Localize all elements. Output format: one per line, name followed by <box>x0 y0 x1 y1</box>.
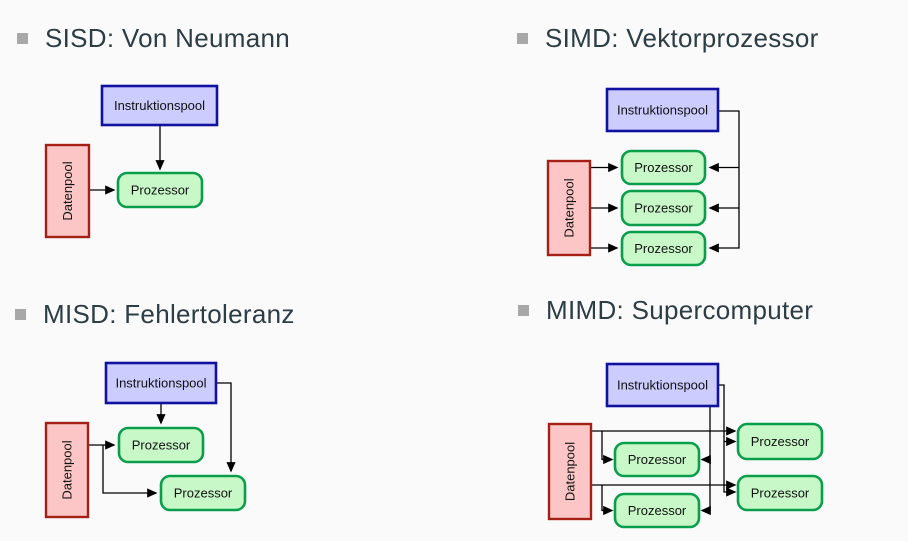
processor-label-2: Prozessor <box>628 503 687 518</box>
processor-label: Prozessor <box>131 183 190 198</box>
section-heading-sisd: SISD: Von Neumann <box>17 22 290 54</box>
processor-box-1 <box>620 149 707 186</box>
section-title-mimd: MIMD: Supercomputer <box>546 294 814 325</box>
processor-label-1: Prozessor <box>628 452 687 467</box>
data-pool-box <box>44 421 90 519</box>
diagram-sisd: Instruktionspool Datenpool Prozessor <box>44 84 219 239</box>
processor-box-2 <box>613 492 701 529</box>
diagram-simd: Instruktionspool Datenpool Prozessor Pro… <box>546 87 740 267</box>
processor-label-4: Prozessor <box>751 486 810 501</box>
processor-box-1 <box>613 441 701 478</box>
connector-data-branch-2 <box>601 485 614 516</box>
connector-instruction-to-processor-2 <box>216 382 236 473</box>
data-pool-label: Datenpool <box>60 440 75 499</box>
processor-label-2: Prozessor <box>634 201 693 216</box>
connector-data-to-processor-2 <box>102 445 158 498</box>
connector-data-branch-1 <box>601 431 614 465</box>
processor-box <box>116 171 204 209</box>
data-pool-box <box>44 143 91 239</box>
processor-label-3: Prozessor <box>751 434 810 449</box>
diagram-mimd: Instruktionspool Datenpool Prozessor Pro… <box>547 362 824 529</box>
data-pool-label: Datenpool <box>562 178 577 237</box>
instruction-pool-box <box>605 87 720 133</box>
processor-label-2: Prozessor <box>174 486 233 501</box>
bullet-square-icon <box>518 304 529 316</box>
diagram-misd: Instruktionspool Datenpool Prozessor Pro… <box>44 361 247 519</box>
section-heading-misd: MISD: Fehlertoleranz <box>15 298 295 330</box>
section-heading-mimd: MIMD: Supercomputer <box>518 294 813 326</box>
instruction-pool-box <box>605 362 720 408</box>
connector-instruction-rail <box>708 110 740 253</box>
instruction-pool-label: Instruktionspool <box>617 378 708 393</box>
connector-instruction-outer-rail <box>718 384 737 497</box>
connector-instruction-inner-rail <box>700 406 711 516</box>
processor-box-2 <box>159 474 247 512</box>
data-pool-box <box>547 422 593 521</box>
processor-label-1: Prozessor <box>634 160 693 175</box>
processor-box-3 <box>736 422 824 461</box>
processor-box-2 <box>620 189 707 227</box>
processor-label-3: Prozessor <box>634 241 693 256</box>
section-title-misd: MISD: Fehlertoleranz <box>43 298 295 329</box>
data-pool-box <box>546 159 592 257</box>
bullet-square-icon <box>17 32 28 44</box>
processor-label-1: Prozessor <box>132 438 191 453</box>
processor-box-4 <box>736 474 824 512</box>
processor-box-3 <box>620 230 707 267</box>
data-pool-label: Datenpool <box>60 161 75 220</box>
section-title-sisd: SISD: Von Neumann <box>45 22 291 53</box>
bullet-square-icon <box>517 32 528 44</box>
instruction-pool-box <box>100 84 219 127</box>
bullet-square-icon <box>15 308 26 320</box>
instruction-pool-box <box>104 361 218 405</box>
section-heading-simd: SIMD: Vektorprozessor <box>517 22 819 54</box>
processor-box-1 <box>117 426 205 464</box>
data-pool-label: Datenpool <box>563 442 578 501</box>
instruction-pool-label: Instruktionspool <box>617 103 708 118</box>
instruction-pool-label: Instruktionspool <box>115 376 206 391</box>
section-title-simd: SIMD: Vektorprozessor <box>545 22 819 53</box>
instruction-pool-label: Instruktionspool <box>114 98 205 113</box>
